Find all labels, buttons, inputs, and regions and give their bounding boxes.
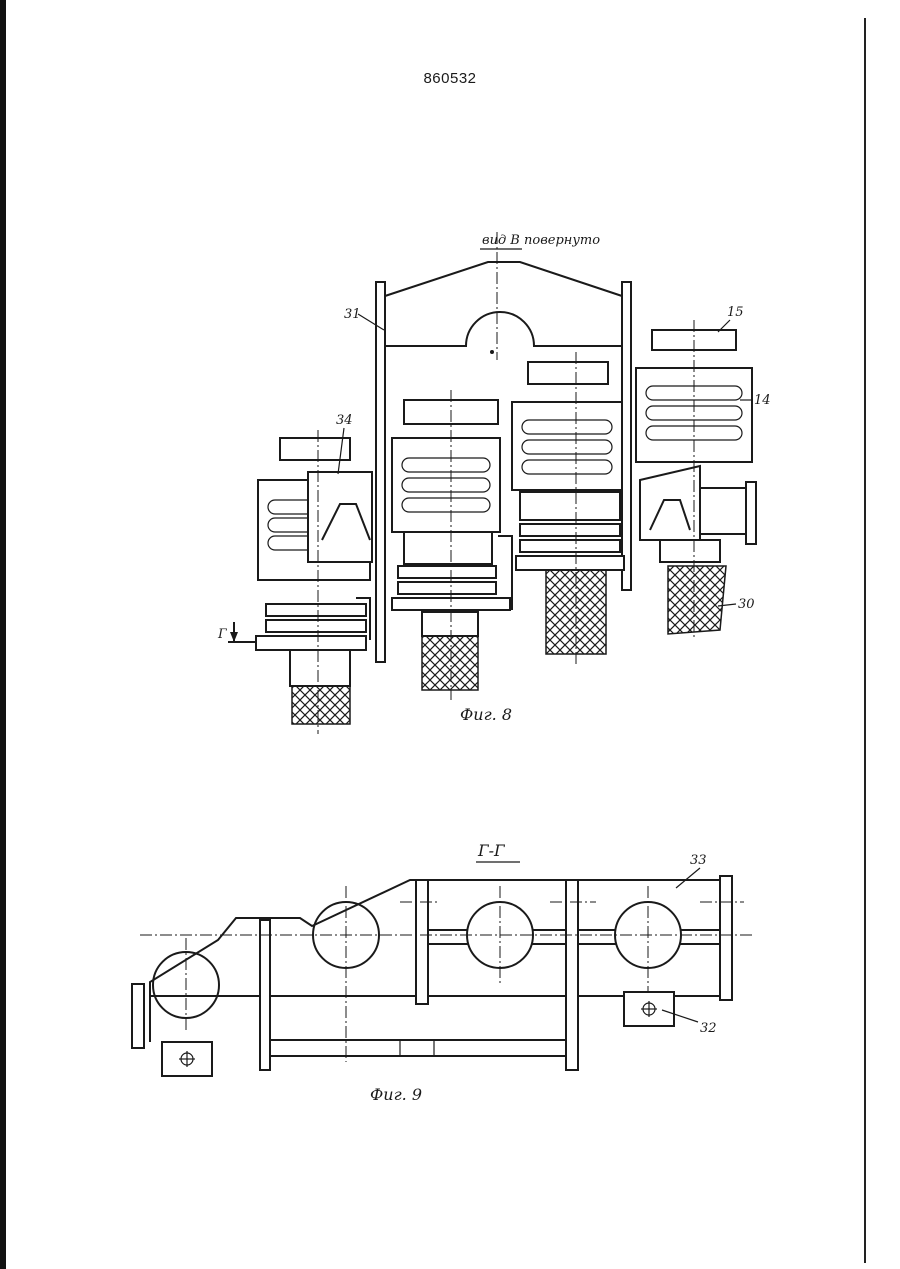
- frame-right-plate: [622, 282, 631, 590]
- unit-c-flange: [516, 556, 624, 570]
- section-mark: Г: [217, 627, 227, 642]
- unit-b: [392, 390, 512, 700]
- unit-c-cap: [528, 362, 608, 384]
- unit-c-pulley-1: [520, 524, 620, 536]
- unit-a-hatched-core: [292, 686, 350, 724]
- callout-34: 34: [336, 413, 353, 428]
- unit-d-bracket: [640, 466, 700, 540]
- unit-b-hatched-core: [422, 636, 478, 690]
- callout-32: 32: [700, 1021, 717, 1036]
- leader-33: [676, 868, 700, 888]
- unit-b-neck: [404, 532, 492, 564]
- unit-c-housing: [512, 402, 622, 490]
- plate-4: [720, 876, 732, 1000]
- unit-a-pulley-2: [266, 620, 366, 632]
- unit-c-neck: [520, 492, 620, 520]
- callout-15: 15: [727, 305, 744, 320]
- plate-3: [566, 880, 578, 1070]
- unit-a-shaft: [290, 650, 350, 686]
- callout-33: 33: [690, 853, 707, 868]
- unit-b-pulley-1: [398, 566, 496, 578]
- unit-b-pulley-2: [398, 582, 496, 594]
- unit-c: [512, 352, 624, 664]
- unit-d-side-flange: [746, 482, 756, 544]
- section-label: Г-Г: [477, 841, 506, 860]
- unit-b-housing: [392, 438, 500, 532]
- unit-b-shaft: [422, 612, 478, 636]
- unit-d: [636, 320, 756, 640]
- plate-2: [416, 880, 428, 1004]
- frame-left-plate: [376, 282, 385, 662]
- unit-a-cap: [280, 438, 350, 460]
- unit-a-flange: [256, 636, 366, 650]
- unit-a-pulley-1: [266, 604, 366, 616]
- unit-d-shaft: [660, 540, 720, 562]
- view-label: вид В повернуто: [482, 233, 600, 248]
- unit-d-hatched-core: [668, 566, 726, 634]
- callout-14: 14: [754, 393, 771, 408]
- figure-9: Г-Г: [132, 841, 752, 1104]
- plate-1: [260, 920, 270, 1070]
- unit-c-pulley-2: [520, 540, 620, 552]
- frame-arch-beam: [385, 312, 622, 346]
- frame-roof: [385, 262, 622, 296]
- callout-30: 30: [738, 597, 755, 612]
- plate-end: [132, 984, 144, 1048]
- figure-9-caption: Фиг. 9: [370, 1085, 422, 1104]
- figure-8: вид В повернуто: [217, 232, 771, 734]
- unit-a: [256, 430, 372, 734]
- frame-pivot-dot: [490, 350, 494, 354]
- figure-8-caption: Фиг. 8: [460, 705, 512, 724]
- section-arrow-head: [230, 632, 238, 642]
- unit-d-side-hub: [700, 488, 746, 534]
